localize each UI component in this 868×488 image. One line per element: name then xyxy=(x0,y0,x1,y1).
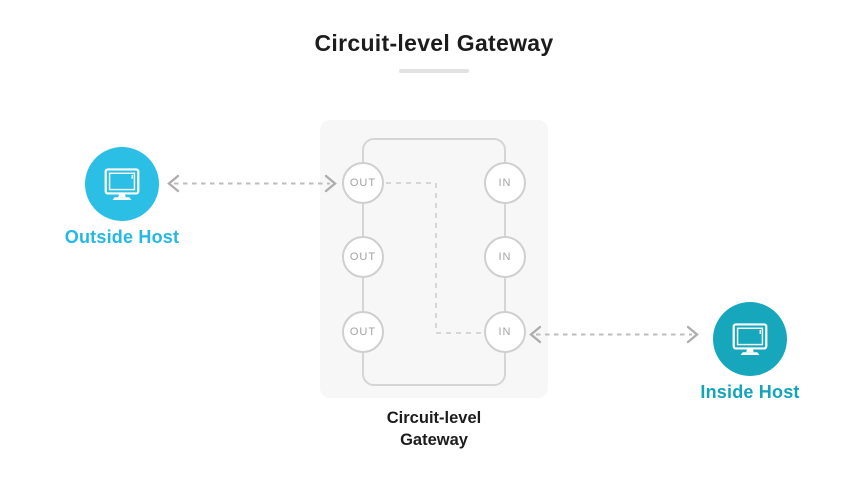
inside-host-node xyxy=(713,302,787,376)
port-out-1: OUT xyxy=(342,162,384,204)
session-path xyxy=(386,182,482,334)
inside-host-label: Inside Host xyxy=(700,382,800,402)
port-in-3: IN xyxy=(484,311,526,353)
title-underline xyxy=(399,69,469,73)
outside-host-label: Outside Host xyxy=(64,227,180,247)
inside-link-arrow xyxy=(529,325,699,344)
outside-host-node xyxy=(85,147,159,221)
outside-link-arrow xyxy=(167,174,337,193)
page-title: Circuit-level Gateway xyxy=(314,30,554,56)
port-out-3: OUT xyxy=(342,311,384,353)
port-out-2: OUT xyxy=(342,236,384,278)
monitor-icon xyxy=(732,323,768,356)
monitor-icon xyxy=(104,168,140,201)
port-in-1: IN xyxy=(484,162,526,204)
port-in-2: IN xyxy=(484,236,526,278)
gateway-caption: Circuit-level Gateway xyxy=(386,409,482,449)
